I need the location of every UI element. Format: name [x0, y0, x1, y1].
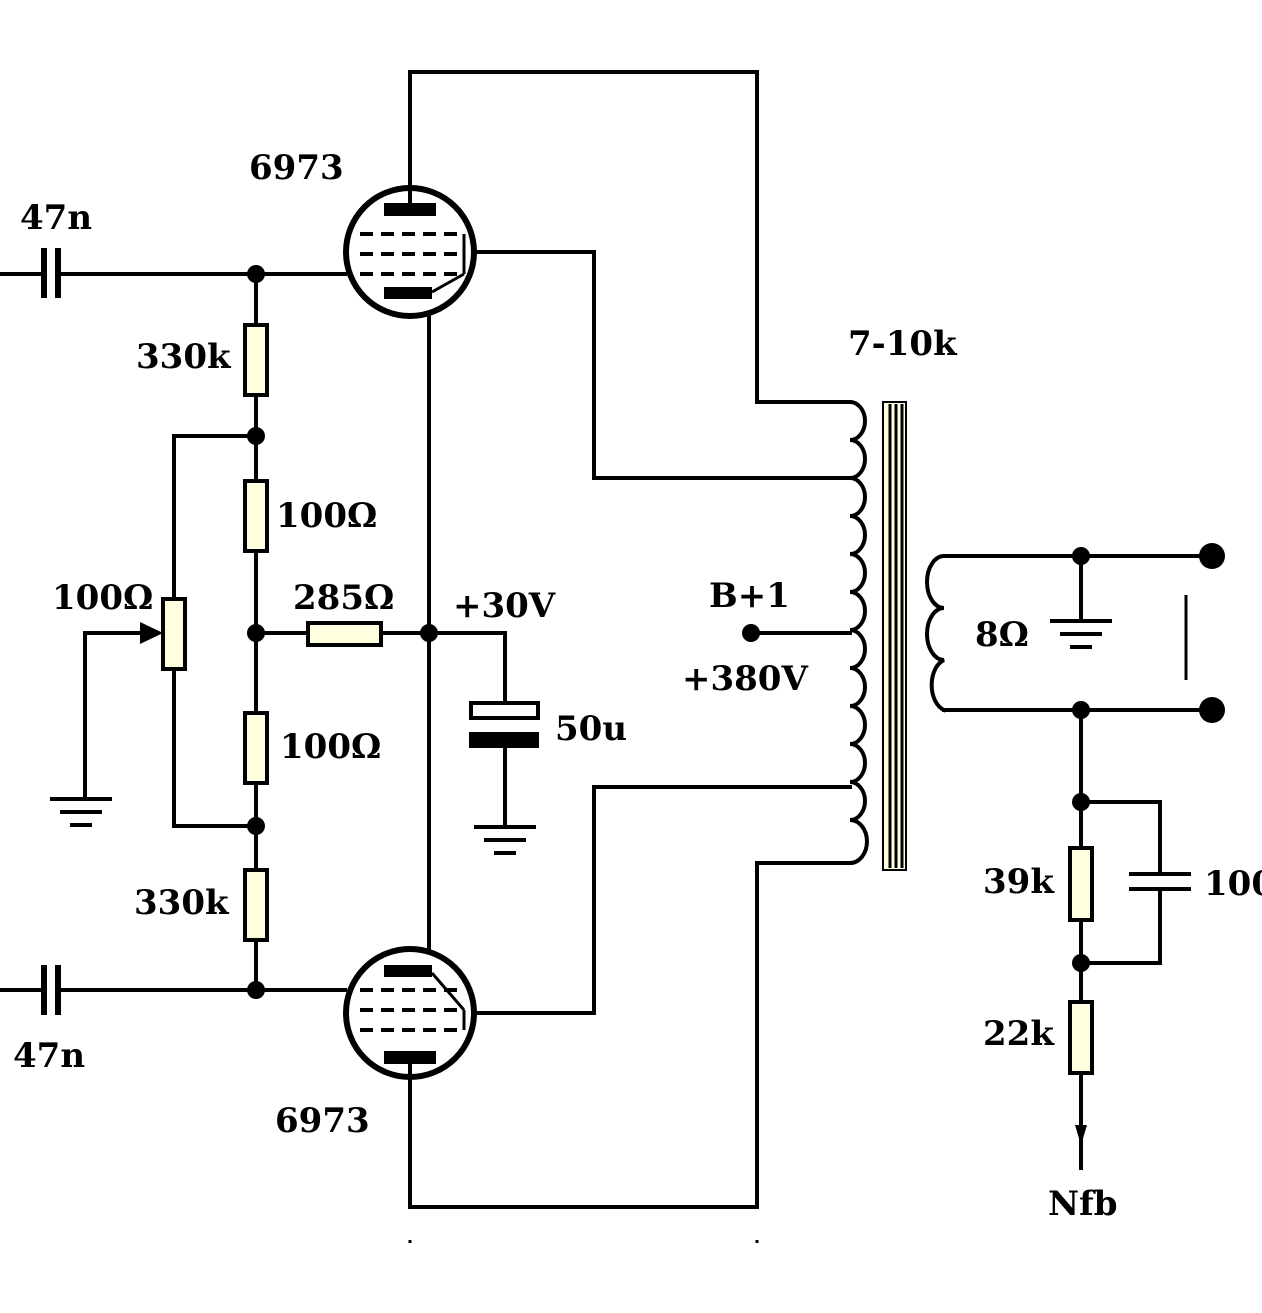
balance-potentiometer — [50, 434, 258, 828]
resistor-100-top — [243, 479, 269, 553]
label-pot-bal: 100Ω — [52, 578, 153, 618]
label-res-grid-bottom: 330k — [134, 883, 230, 923]
tube-top — [343, 70, 596, 319]
label-cap-cathode: 50u — [555, 709, 627, 749]
feedback-network — [1068, 708, 1191, 1170]
component-labels: 6973 47n 330k 100Ω 100Ω 285Ω +30V 50u 10… — [13, 148, 1262, 1224]
speaker-terminal-bottom — [1199, 697, 1225, 723]
label-tube-top: 6973 — [249, 148, 344, 188]
resistor-285 — [306, 621, 383, 647]
capacitor-50u-plus-plate — [469, 701, 540, 720]
label-res-fb-22k: 22k — [983, 1014, 1055, 1054]
cathode-network — [254, 290, 540, 978]
tube-bottom — [343, 946, 596, 1209]
label-res-cathode: 285Ω — [293, 578, 394, 618]
label-feedback-out: Nfb — [1048, 1184, 1117, 1224]
resistor-39k — [1068, 846, 1094, 922]
speaker-terminal-top — [1199, 543, 1225, 569]
label-res-grid-top: 330k — [136, 337, 232, 377]
output-transformer — [847, 399, 947, 871]
resistor-22k — [1068, 1000, 1094, 1075]
label-res-fb-39k: 39k — [983, 862, 1055, 902]
bplus-terminal — [742, 624, 760, 642]
label-cap-in-bottom: 47n — [13, 1036, 85, 1076]
resistor-330k-top — [243, 323, 269, 397]
label-bplus: B+1 — [709, 576, 790, 616]
label-tube-bottom: 6973 — [275, 1101, 370, 1141]
input-top-wiring — [0, 248, 347, 298]
resistor-330k-bottom — [243, 868, 269, 942]
transformer-wiring — [408, 70, 852, 1243]
junction-dots — [247, 265, 1225, 999]
label-res-bal-top: 100Ω — [276, 496, 377, 536]
resistor-100-bottom — [243, 711, 269, 785]
label-bplus-voltage: +380V — [682, 659, 808, 699]
label-cathode-voltage: +30V — [453, 586, 556, 626]
capacitor-50u-minus-plate — [469, 732, 539, 748]
label-speaker-impedance: 8Ω — [975, 615, 1029, 655]
label-cap-fb: 100 — [1204, 864, 1262, 904]
input-bottom-wiring — [0, 965, 347, 1015]
label-transformer-primary: 7-10k — [848, 324, 958, 364]
label-cap-in-top: 47n — [20, 198, 92, 238]
label-res-bal-bottom: 100Ω — [280, 727, 381, 767]
